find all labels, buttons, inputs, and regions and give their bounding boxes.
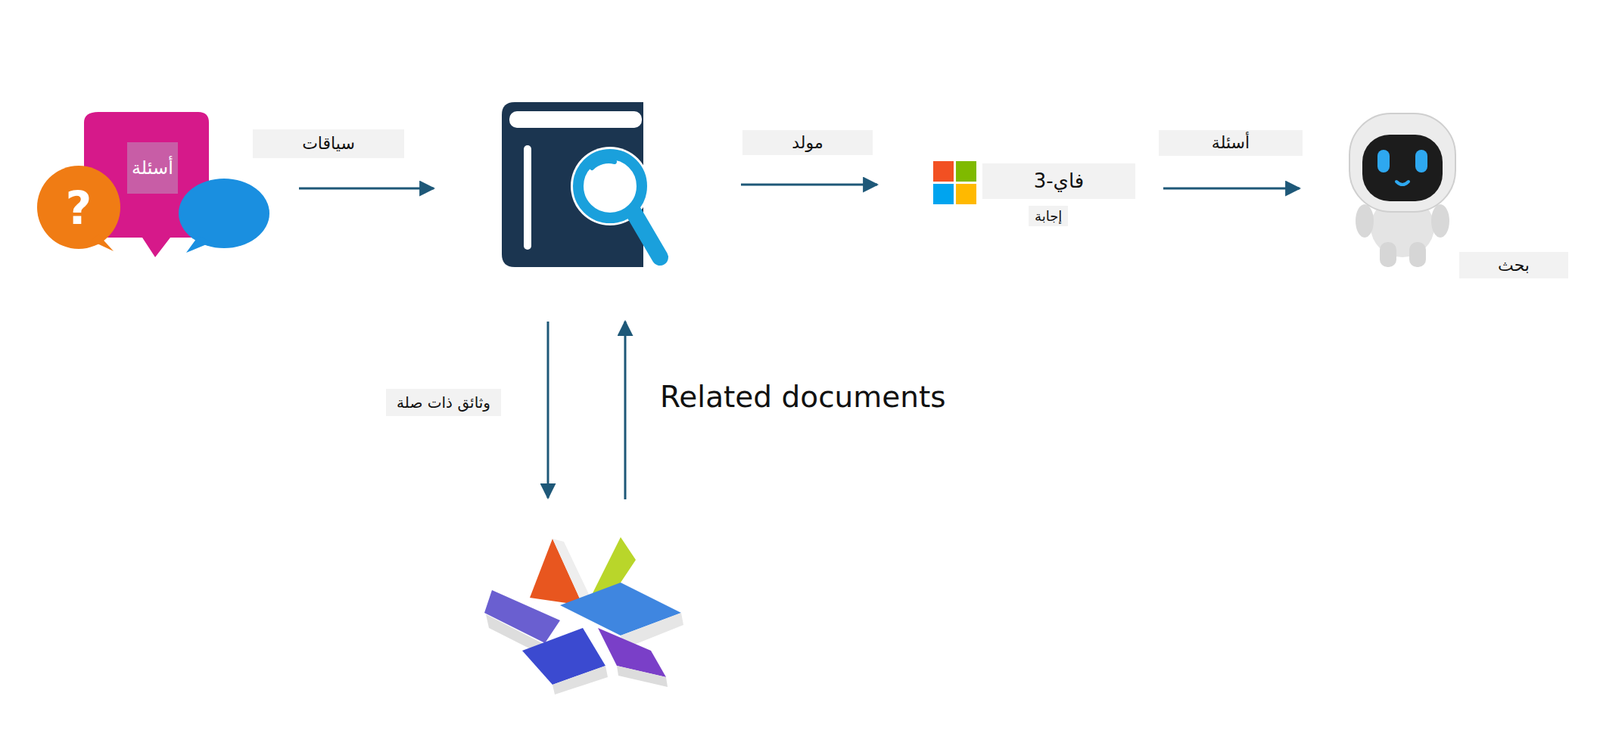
side-label: Related documents	[659, 378, 947, 417]
documents-illustration	[484, 537, 684, 695]
edge-label: أسئلة	[1158, 130, 1303, 156]
robot-caption: بحث	[1459, 252, 1569, 279]
phi-node: فاي-3 إجابة	[982, 163, 1136, 232]
bubble-node: أسئلة	[37, 112, 268, 256]
model-subtitle: إجابة	[1028, 205, 1068, 227]
microsoft-logo	[933, 161, 977, 205]
robot-node: بحث	[1344, 110, 1572, 279]
svg-text:?: ?	[65, 181, 93, 235]
flow-arrows	[298, 184, 878, 500]
arrow-label: وثائق ذات صلة	[385, 389, 502, 417]
robot-illustration	[1349, 113, 1456, 268]
model-name: فاي-3	[982, 163, 1136, 200]
flow-arrow	[1163, 187, 1300, 190]
speech-bubbles: ?	[37, 112, 270, 258]
bubble-text: أسئلة	[127, 142, 178, 194]
arrow-label: مولد	[742, 130, 873, 156]
arrow-label: سياقات	[252, 129, 405, 159]
knowledge-book-icon	[501, 102, 660, 268]
